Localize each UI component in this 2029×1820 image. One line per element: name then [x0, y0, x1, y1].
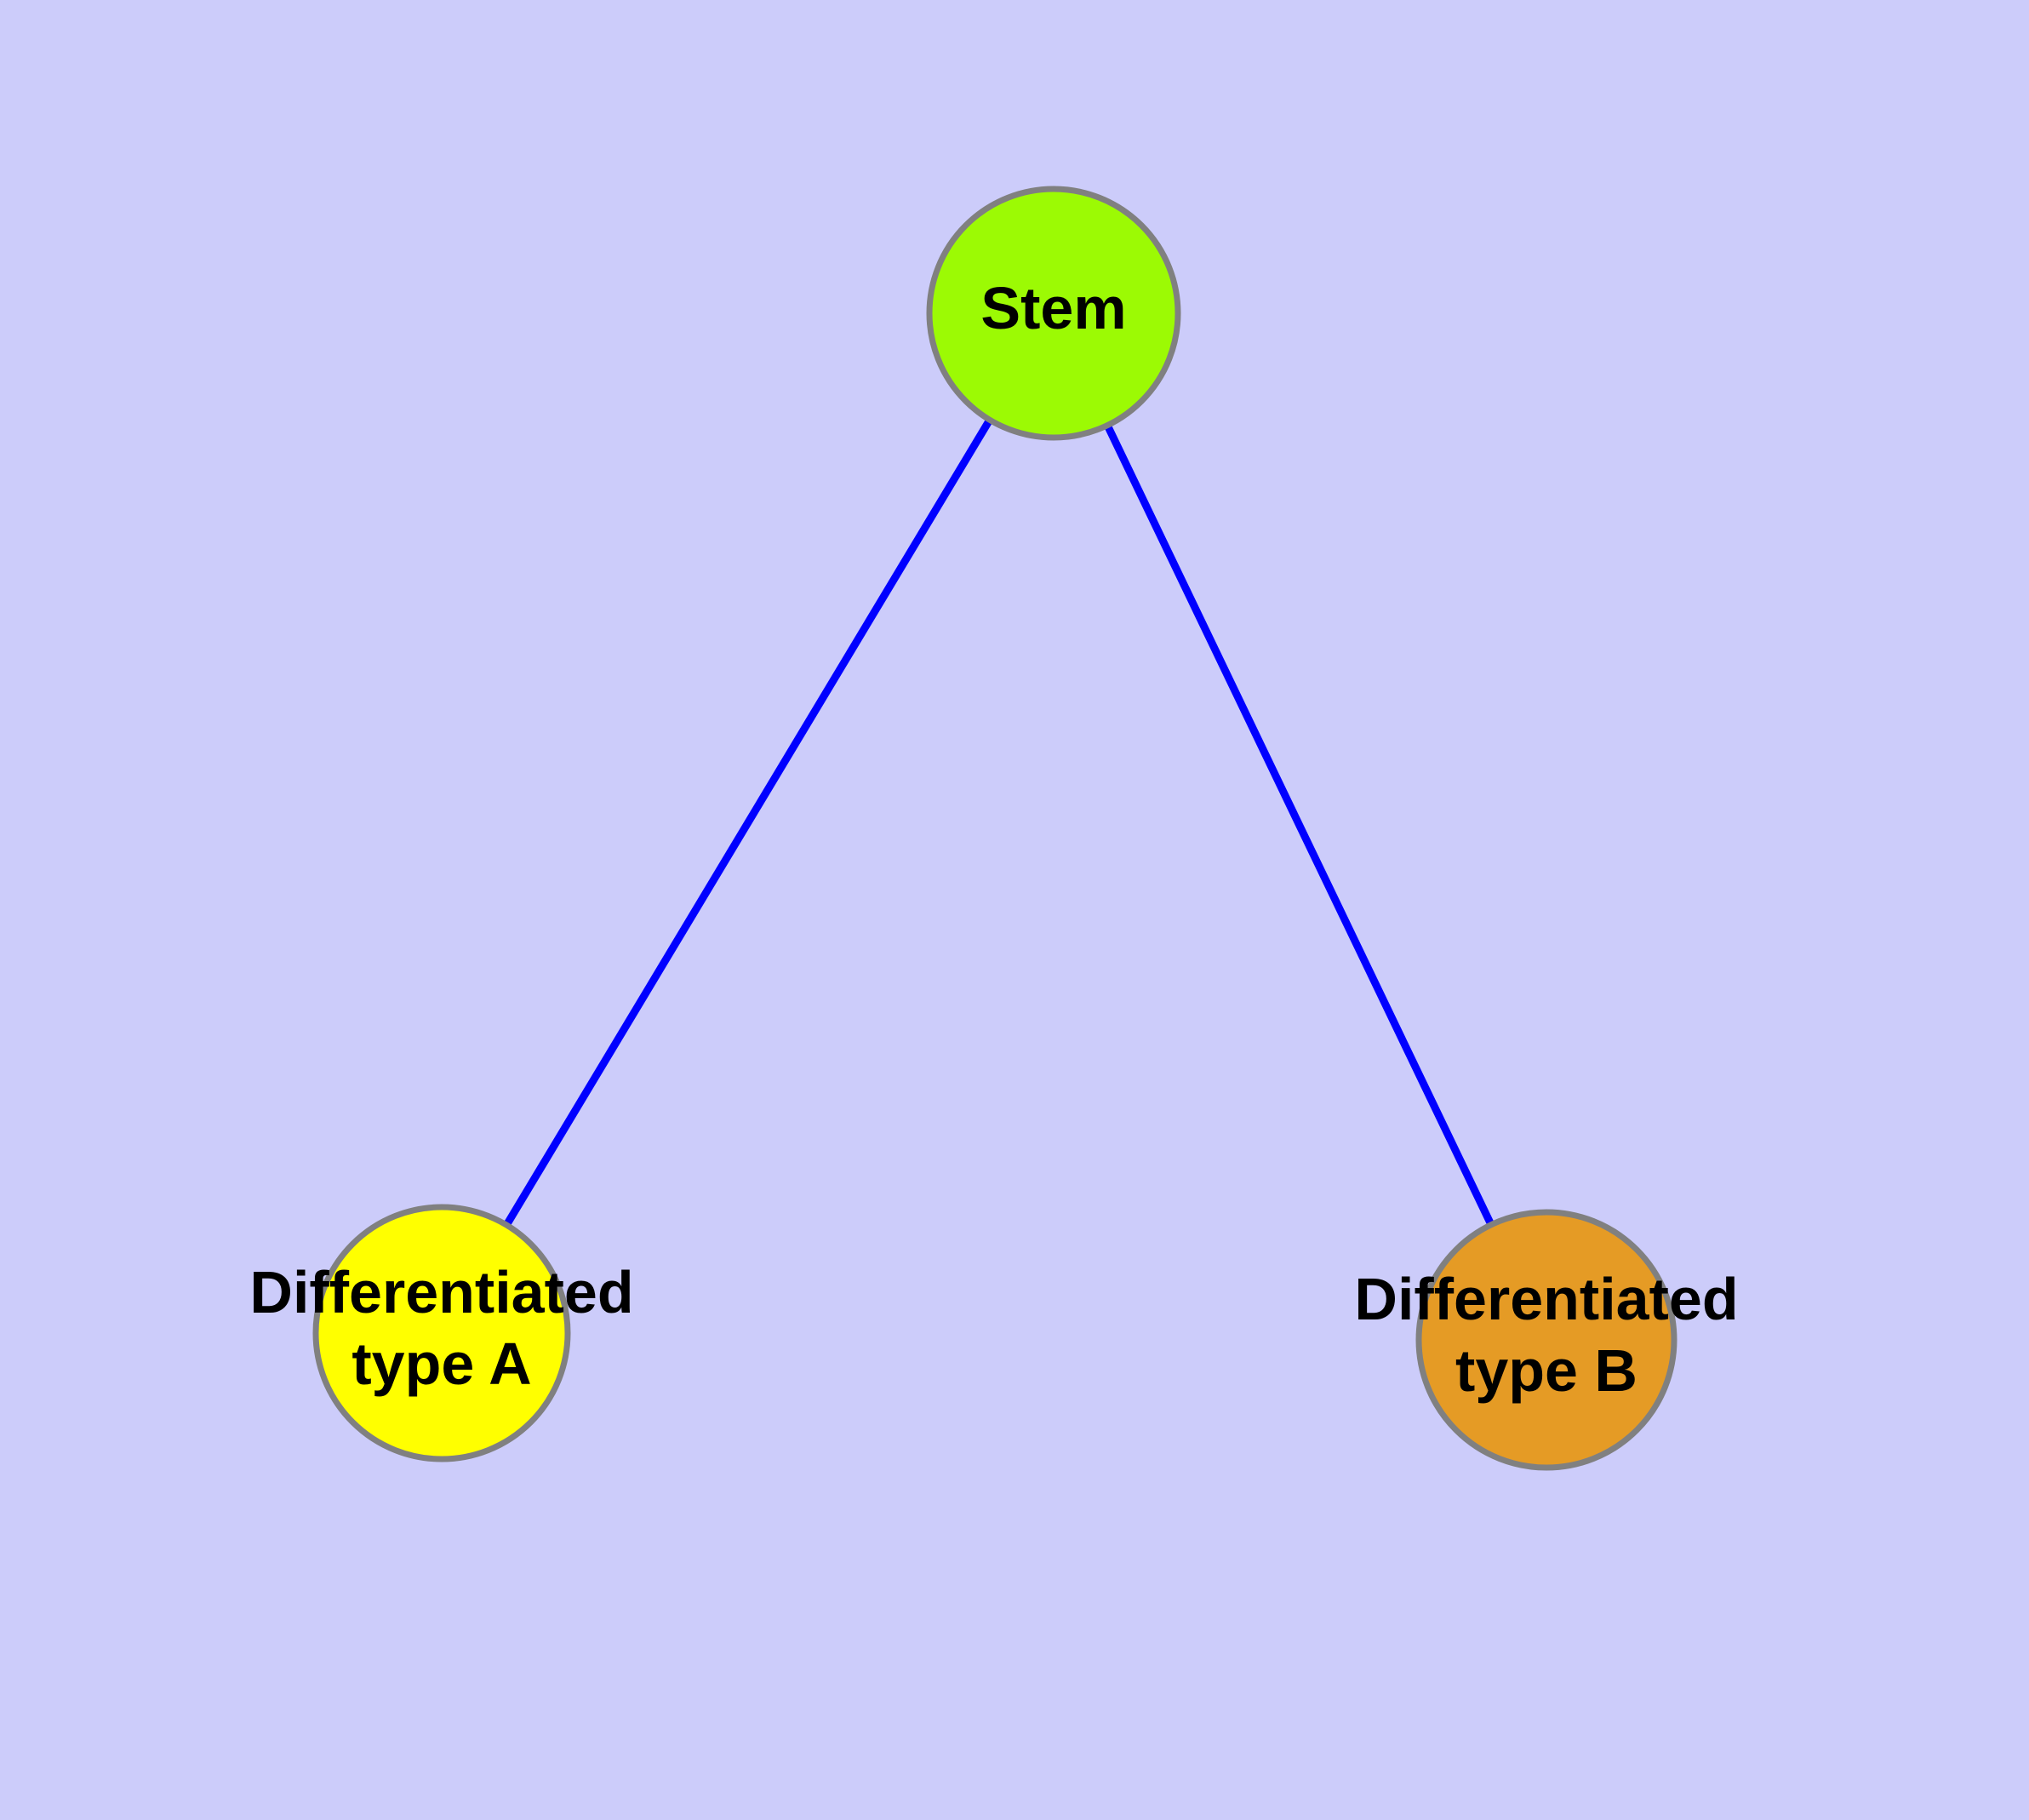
node-circle-diff-a[interactable]	[312, 1204, 571, 1462]
node-circle-diff-b[interactable]	[1415, 1209, 1677, 1471]
edges-layer	[437, 309, 1551, 1344]
node-label-line: Differentiated	[249, 1259, 633, 1325]
nodes-layer	[312, 186, 1677, 1471]
node-label-line: type A	[352, 1331, 531, 1397]
node-label-line: type B	[1455, 1337, 1637, 1404]
node-circle-stem[interactable]	[926, 186, 1181, 441]
node-label-line: Differentiated	[1354, 1266, 1738, 1332]
edge-stem-to-diff-b[interactable]	[1049, 309, 1551, 1344]
node-label-stem: Stem	[980, 275, 1126, 341]
node-label-line: Stem	[980, 275, 1126, 341]
edge-stem-to-diff-a[interactable]	[437, 309, 1058, 1337]
